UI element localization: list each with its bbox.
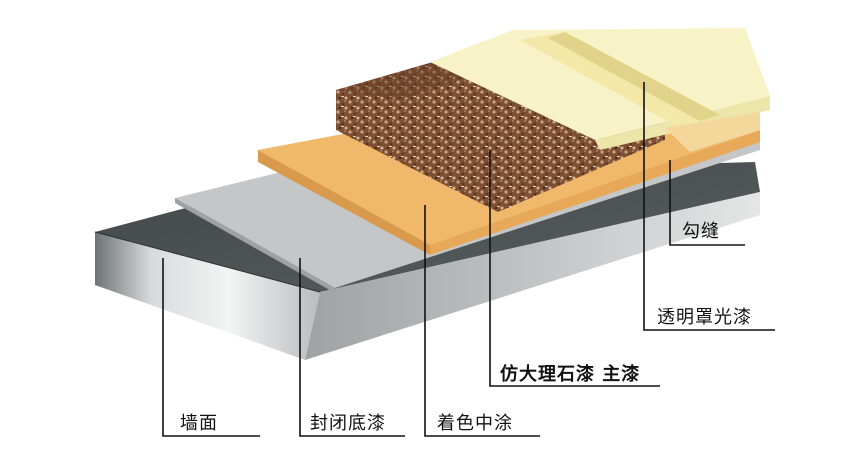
label-grout-line: 勾缝 bbox=[682, 221, 720, 242]
wall-front-face bbox=[95, 232, 320, 360]
grout-under bbox=[665, 112, 760, 152]
leader-midcoat bbox=[424, 205, 540, 437]
wall-side-face bbox=[305, 192, 760, 360]
label-faux-marble-main: 仿大理石漆 主漆 bbox=[500, 364, 641, 385]
grout-groove-inner bbox=[548, 32, 720, 121]
leader-lines bbox=[162, 82, 775, 437]
sealer-edge bbox=[175, 198, 335, 293]
midcoat-side bbox=[430, 130, 760, 255]
label-clear-topcoat: 透明罩光漆 bbox=[657, 307, 752, 328]
label-sealer: 封闭底漆 bbox=[310, 413, 386, 434]
leader-grout bbox=[669, 160, 745, 246]
label-wall: 墙面 bbox=[180, 413, 218, 434]
leader-topcoat bbox=[643, 82, 775, 331]
label-color-midcoat: 着色中涂 bbox=[437, 413, 513, 434]
leader-stone bbox=[489, 150, 660, 387]
leader-sealer bbox=[299, 258, 405, 437]
midcoat-edge bbox=[258, 150, 430, 255]
leader-wall bbox=[162, 258, 260, 437]
